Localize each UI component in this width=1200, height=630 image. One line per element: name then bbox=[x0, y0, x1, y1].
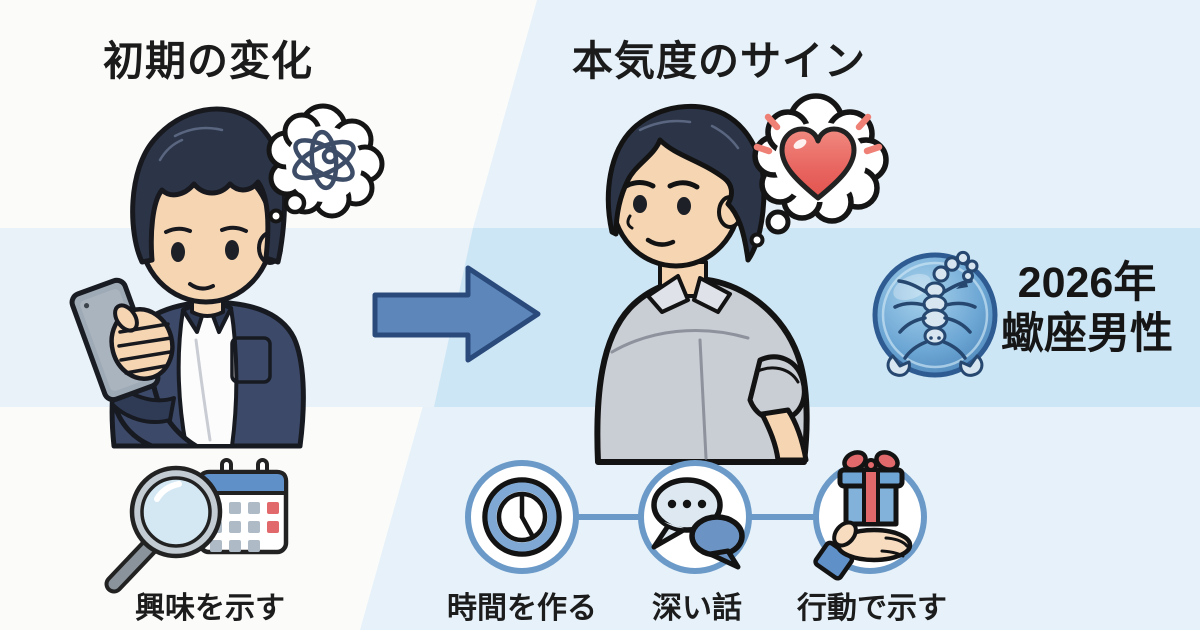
bubble-tail-small bbox=[268, 208, 284, 224]
jacket-pocket bbox=[230, 336, 272, 384]
bubble-tail-large bbox=[283, 191, 307, 215]
thumb bbox=[832, 520, 858, 548]
confused-tangle-icon bbox=[292, 129, 356, 191]
eye-left bbox=[633, 195, 647, 213]
badge-text: 2026年 蠍座男性 bbox=[982, 258, 1192, 360]
sleeve-fold-line bbox=[754, 366, 800, 384]
bubble-tail-large bbox=[765, 209, 791, 235]
heart-thought-bubble bbox=[749, 93, 889, 248]
smirk bbox=[645, 237, 676, 247]
transition-arrow-icon bbox=[372, 265, 541, 363]
calendar-grid bbox=[210, 502, 279, 552]
hair bbox=[605, 103, 767, 263]
eyebrow-left bbox=[164, 226, 192, 234]
smile bbox=[188, 282, 215, 291]
eyebrow-left bbox=[623, 180, 656, 189]
steps-row bbox=[465, 450, 927, 581]
bubble-tail-small bbox=[749, 232, 765, 248]
hair-highlights bbox=[638, 119, 740, 150]
step-caption-3: 行動で示す bbox=[797, 592, 947, 625]
step-caption-1: 時間を作る bbox=[447, 592, 597, 625]
eyebrow-right bbox=[220, 225, 248, 233]
badge-year-text: 2026年 bbox=[1017, 259, 1157, 307]
calendar-icon bbox=[197, 458, 289, 555]
eye-left bbox=[171, 242, 185, 262]
collar-left bbox=[646, 274, 690, 314]
right-man-illustration bbox=[594, 103, 810, 465]
confused-thought-bubble bbox=[266, 103, 385, 224]
heart-highlight bbox=[793, 139, 807, 149]
hair-highlights bbox=[158, 126, 224, 162]
chat-bubbles-icon bbox=[651, 477, 745, 570]
right-panel-title: 本気度のサイン bbox=[572, 38, 866, 84]
hand bbox=[109, 303, 175, 381]
tshirt-crease bbox=[194, 338, 212, 442]
finger-lines bbox=[880, 536, 909, 558]
clock-icon bbox=[482, 477, 562, 557]
nose bbox=[626, 214, 634, 230]
interest-caption: 興味を示す bbox=[135, 592, 285, 625]
shirt-back-crease bbox=[698, 338, 708, 460]
collar-right bbox=[692, 276, 732, 314]
forearm bbox=[759, 407, 809, 463]
scorpio-zodiac-icon bbox=[872, 250, 998, 378]
sparkle-marks bbox=[753, 113, 883, 155]
magnifying-glass-icon bbox=[104, 465, 223, 594]
gift-in-hand-icon bbox=[813, 450, 913, 581]
left-man-illustration bbox=[69, 106, 306, 449]
eyebrow-right bbox=[667, 180, 700, 190]
step-caption-2: 深い話 bbox=[652, 592, 742, 625]
eye-right bbox=[677, 197, 691, 215]
scorpion-figure bbox=[886, 250, 984, 377]
eye-right bbox=[225, 240, 239, 260]
bubble-body bbox=[286, 126, 362, 202]
badge-sign-text: 蠍座男性 bbox=[1001, 310, 1173, 358]
shirt-yoke-seam bbox=[610, 328, 750, 354]
left-panel-title: 初期の変化 bbox=[103, 38, 313, 84]
magnifier-calendar-icon bbox=[104, 458, 289, 594]
